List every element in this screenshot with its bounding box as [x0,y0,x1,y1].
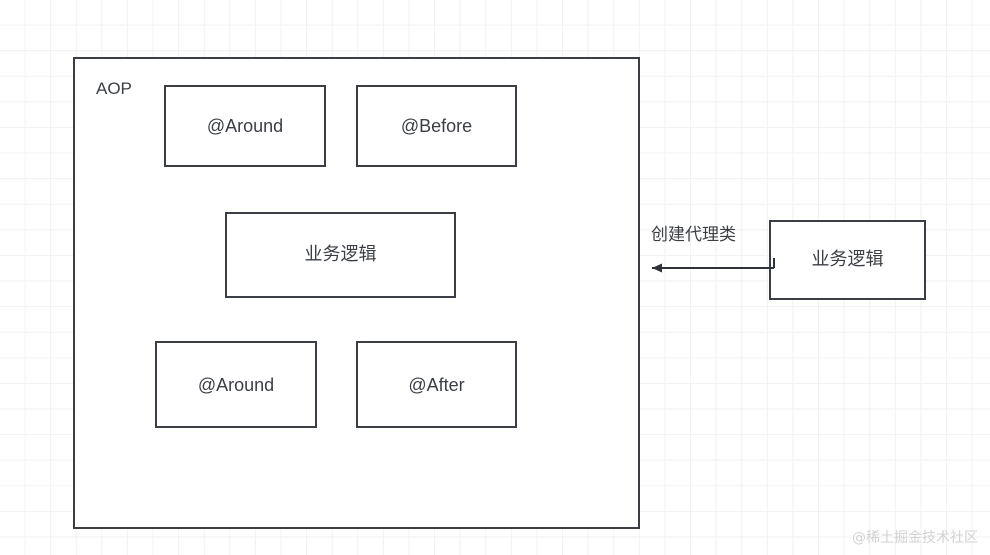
box-after: @After [356,341,517,428]
watermark: @稀土掘金技术社区 [852,530,978,546]
box-business-logic-inner-label: 业务逻辑 [304,244,377,265]
box-business-logic-outer: 业务逻辑 [769,220,926,300]
box-around-top-label: @Around [206,116,284,136]
box-before: @Before [356,85,517,167]
box-business-logic-outer-label: 业务逻辑 [811,249,884,270]
arrow-label: 创建代理类 [651,225,736,245]
box-around-top: @Around [164,85,326,167]
box-around-bottom-label: @Around [197,374,275,395]
box-after-label: @After [408,374,465,395]
aop-container-label: AOP [96,79,132,98]
box-around-bottom: @Around [155,341,317,428]
box-business-logic-inner: 业务逻辑 [225,212,456,298]
box-before-label: @Before [400,116,473,136]
